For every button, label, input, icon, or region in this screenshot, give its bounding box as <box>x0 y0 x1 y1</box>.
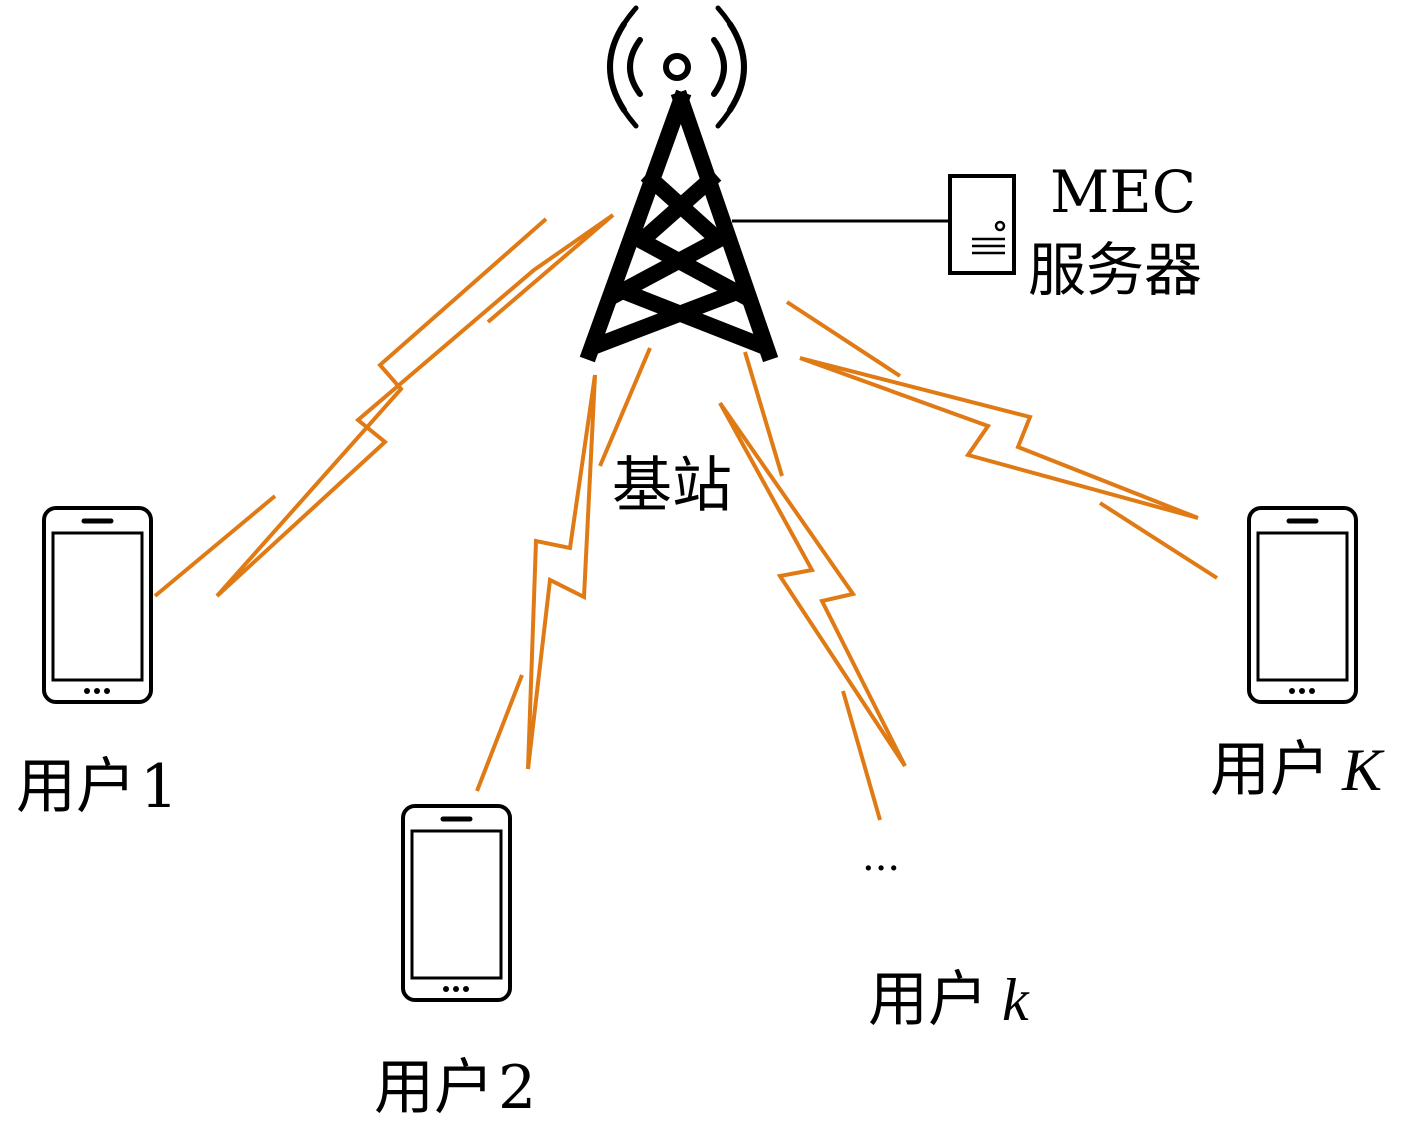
wireless-link-userk <box>718 351 907 821</box>
user1-label-prefix: 用户 <box>16 752 136 822</box>
server-label-line2: 服务器 <box>1028 236 1202 304</box>
userk-label-prefix: 用户 <box>868 965 988 1035</box>
wireless-link-user1 <box>153 213 615 598</box>
ellipsis-label: ··· <box>862 846 900 892</box>
base-station-tower-icon <box>579 5 779 363</box>
phone-user2-icon <box>401 804 512 1002</box>
wireless-links <box>153 213 1219 821</box>
wireless-link-userK <box>785 300 1219 580</box>
userK-label-index: K <box>1341 737 1385 803</box>
server-label-line1: MEC <box>1050 158 1196 226</box>
user2-label: 用户 2 <box>374 1053 536 1123</box>
user2-label-index: 2 <box>498 1053 536 1123</box>
phone-userK-icon <box>1247 506 1358 704</box>
server-icon <box>948 174 1016 275</box>
phone-user1-icon <box>42 506 153 704</box>
userK-label-prefix: 用户 <box>1210 735 1330 805</box>
userK-label: 用户 K <box>1210 735 1385 805</box>
user2-label-prefix: 用户 <box>374 1053 494 1123</box>
wireless-link-user2 <box>475 347 652 792</box>
user1-label: 用户 1 <box>16 752 178 822</box>
user1-label-index: 1 <box>140 752 178 822</box>
userk-label: 用户 k <box>868 965 1030 1035</box>
userk-label-index: k <box>1002 967 1030 1033</box>
base-station-label: 基站 <box>612 451 732 521</box>
